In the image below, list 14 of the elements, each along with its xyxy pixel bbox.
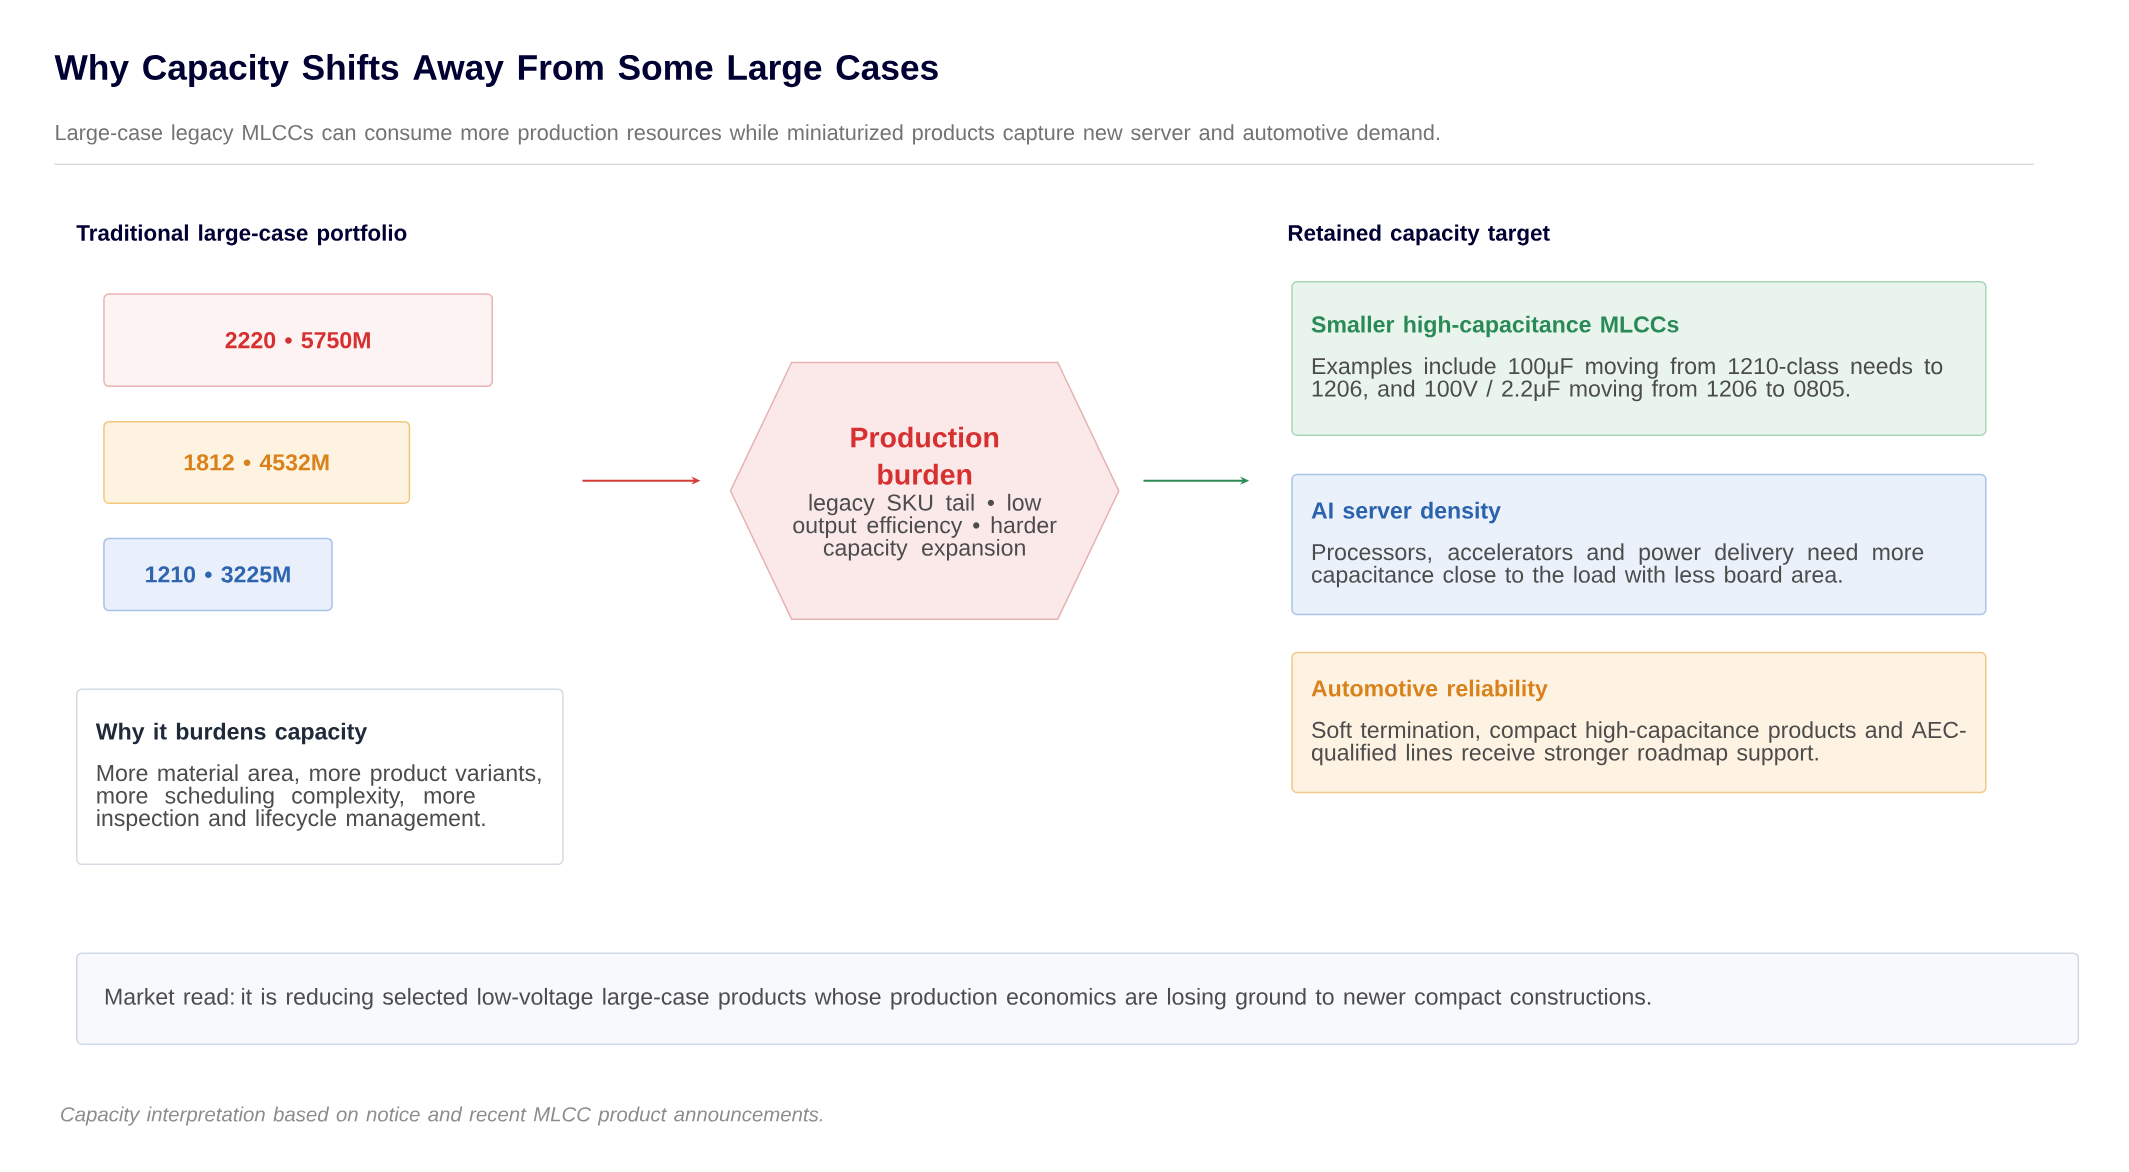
subtitle: Large-case legacy MLCCs can consume more production resources while miniaturized products capture new server and automotive demand. — [56, 124, 1439, 145]
case-size-box: 2220 • 5750M — [103, 293, 493, 388]
section-heading: Retained capacity target — [1288, 224, 1550, 246]
case-size-box: 1812 • 4532M — [103, 420, 411, 504]
info-card: Automotive reliability Soft termination, compact high-capacitance products and AEC-qualified lines receive stronger roadmap support. — [1291, 651, 1987, 794]
info-card: Smaller high-capacitance MLCCs Examples include 100μF moving from 1210-class needs to 1206, and 100V / 2.2μF moving from 1206 to 0805. — [1291, 281, 1987, 436]
section-heading: Traditional large-case portfolio — [76, 224, 407, 246]
production-hexagon: Production burden legacy SKU tail • low output efficiency • harder capacity expansion — [729, 361, 1120, 620]
info-card: AI server density Processors, accelerators and power delivery need more capacitance close to the load with less board area. — [1291, 473, 1987, 616]
title: Why Capacity Shifts Away From Some Large Cases — [54, 54, 938, 88]
caption: Capacity interpretation based on notice and recent MLCC product announcements. — [61, 1106, 822, 1126]
case-size-box: 1210 • 3225M — [103, 537, 333, 612]
info-card: Why it burdens capacity More material area, more product variants, more scheduling complexity, more inspection and lifecycle management. — [76, 688, 564, 866]
note-bar: Market read: it is reducing selected low-voltage large-case products whose production economics are losing ground to newer compact constructions. — [76, 952, 2080, 1045]
